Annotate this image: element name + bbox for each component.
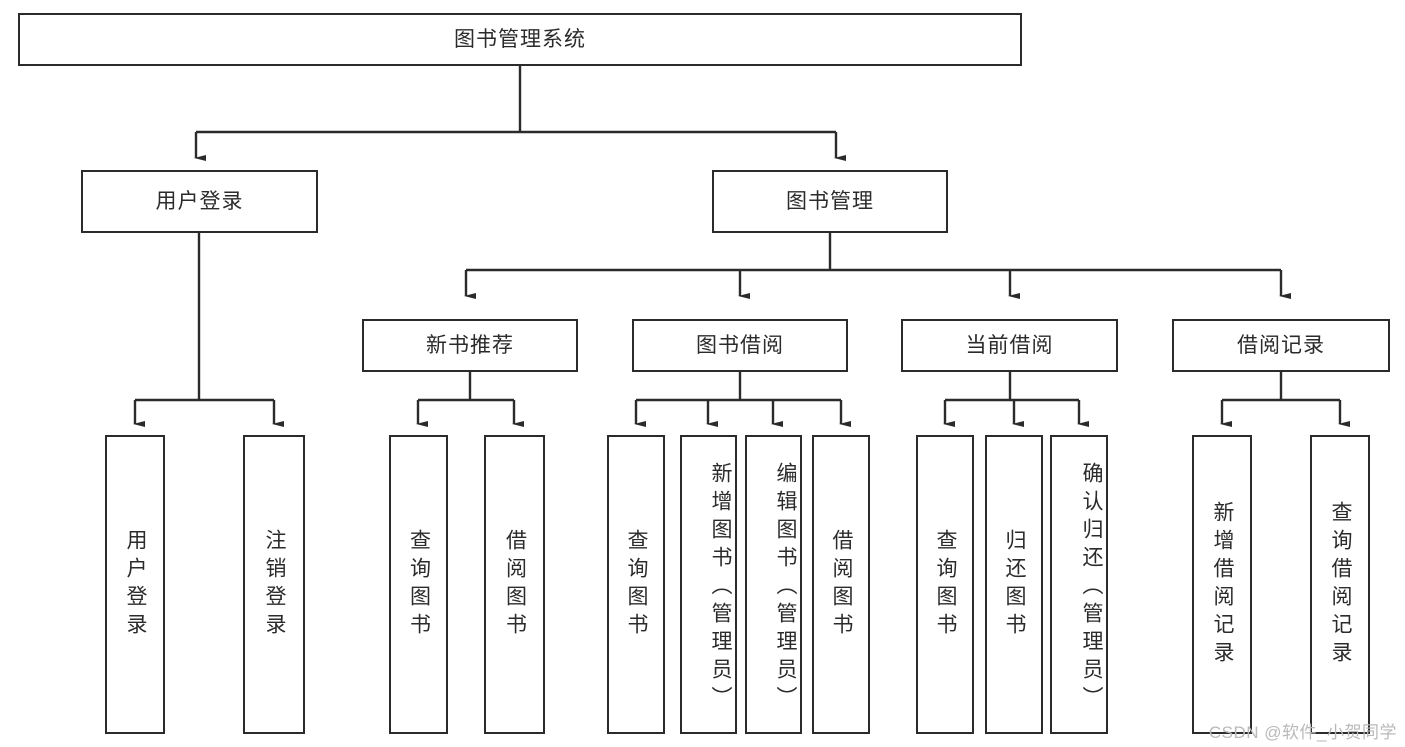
node-label: 新增图书（管理员） xyxy=(709,461,732,714)
leaf-confirm-return-admin[interactable]: 确认归还（管理员） xyxy=(1050,435,1108,734)
node-book-management[interactable]: 图书管理 xyxy=(712,170,948,233)
node-label: 查询图书 xyxy=(625,528,648,641)
node-new-book-recommend[interactable]: 新书推荐 xyxy=(362,319,578,372)
leaf-edit-book-admin[interactable]: 编辑图书（管理员） xyxy=(745,435,802,734)
leaf-add-borrow-record[interactable]: 新增借阅记录 xyxy=(1192,435,1252,734)
leaf-query-books-current[interactable]: 查询图书 xyxy=(916,435,974,734)
node-label: 查询借阅记录 xyxy=(1329,500,1352,669)
node-user-login[interactable]: 用户登录 xyxy=(81,170,318,233)
node-label: 借阅图书 xyxy=(503,528,527,641)
node-label: 归还图书 xyxy=(1003,528,1026,641)
node-book-borrow[interactable]: 图书借阅 xyxy=(632,319,848,372)
leaf-borrow-books-recommend[interactable]: 借阅图书 xyxy=(484,435,545,734)
node-label: 查询图书 xyxy=(934,528,957,641)
leaf-logout[interactable]: 注销登录 xyxy=(243,435,305,734)
node-borrow-records[interactable]: 借阅记录 xyxy=(1172,319,1390,372)
node-current-borrow[interactable]: 当前借阅 xyxy=(901,319,1118,372)
node-label: 当前借阅 xyxy=(965,333,1054,357)
node-label: 编辑图书（管理员） xyxy=(774,461,797,714)
leaf-query-books-borrow[interactable]: 查询图书 xyxy=(607,435,665,734)
leaf-return-books[interactable]: 归还图书 xyxy=(985,435,1043,734)
node-label: 用户登录 xyxy=(155,189,244,213)
node-root-system[interactable]: 图书管理系统 xyxy=(18,13,1022,66)
leaf-query-books-recommend[interactable]: 查询图书 xyxy=(389,435,448,734)
node-label: 图书借阅 xyxy=(696,333,784,357)
node-label: 借阅图书 xyxy=(830,528,853,641)
node-label: 查询图书 xyxy=(407,528,431,641)
node-label: 确认归还（管理员） xyxy=(1080,461,1103,714)
leaf-user-login[interactable]: 用户登录 xyxy=(105,435,165,734)
node-label: 图书管理系统 xyxy=(454,27,586,51)
leaf-borrow-books[interactable]: 借阅图书 xyxy=(812,435,870,734)
node-label: 借阅记录 xyxy=(1237,333,1325,357)
node-label: 新增借阅记录 xyxy=(1211,500,1234,669)
node-label: 图书管理 xyxy=(786,189,874,213)
node-label: 注销登录 xyxy=(263,528,286,641)
node-label: 新书推荐 xyxy=(426,333,514,357)
leaf-add-book-admin[interactable]: 新增图书（管理员） xyxy=(680,435,737,734)
csdn-watermark: CSDN @软件_小贺同学 xyxy=(1208,723,1397,742)
node-label: 用户登录 xyxy=(124,528,147,641)
leaf-query-borrow-record[interactable]: 查询借阅记录 xyxy=(1310,435,1370,734)
